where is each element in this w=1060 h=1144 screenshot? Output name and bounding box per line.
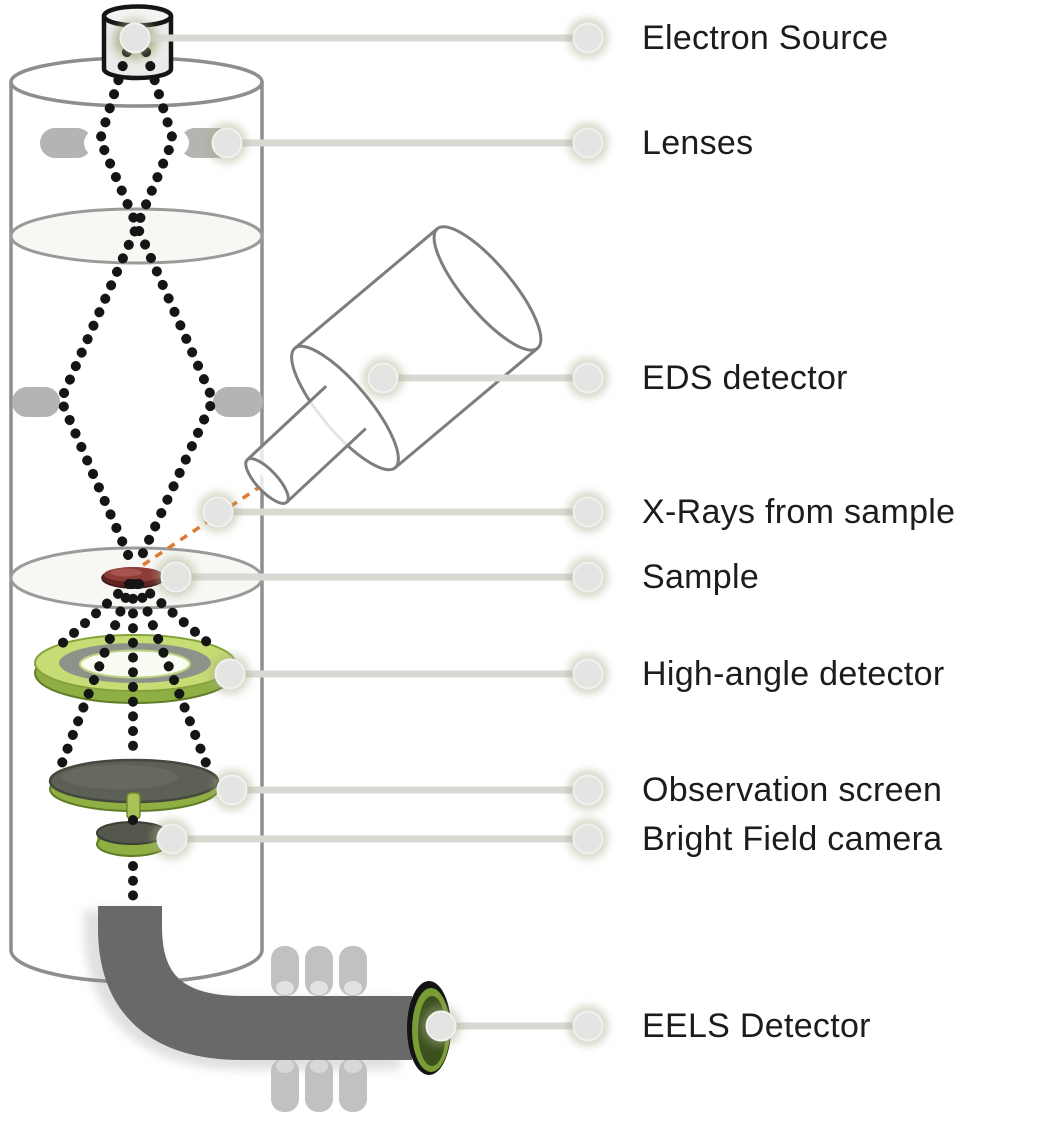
callout-anchor-dot	[119, 22, 151, 54]
beam-ray-left-to-right	[95, 47, 218, 569]
coil-bottom-2	[305, 1058, 333, 1112]
callout-end-dot	[572, 774, 604, 806]
callout-end-dot	[572, 823, 604, 855]
callout-eels-detector	[421, 1006, 608, 1046]
observation-screen-disc	[48, 758, 220, 820]
electron-beam-dots	[52, 47, 219, 909]
label-bright-field-camera: Bright Field camera	[642, 820, 943, 858]
callout-anchor-dot	[425, 1010, 457, 1042]
lower-lens-right	[213, 387, 263, 417]
callout-bright-field-camera	[152, 819, 608, 859]
callout-anchor-dot	[214, 658, 246, 690]
sample-highlight	[110, 568, 142, 577]
eds-body-bottom-edge	[394, 347, 539, 469]
callout-end-dot	[572, 362, 604, 394]
beam-ray-to-ring-right	[134, 579, 219, 653]
coil-top-1-end	[276, 981, 294, 995]
callout-lenses	[207, 123, 608, 163]
eds-snout-bottom-edge	[285, 427, 367, 504]
callout-sample	[156, 557, 608, 597]
label-xrays-from-sample: X-Rays from sample	[642, 493, 956, 531]
beam-ray-to-screen-right	[132, 579, 216, 781]
eds-snout-opening	[244, 457, 290, 505]
coil-bottom-1	[271, 1058, 299, 1112]
callout-anchor-dot	[156, 823, 188, 855]
eds-body-top-edge	[293, 227, 439, 350]
coil-top-3	[339, 946, 367, 996]
callout-anchor-dot	[160, 561, 192, 593]
callout-end-dot	[572, 658, 604, 690]
callout-observation-screen	[212, 770, 608, 810]
eds-detector-snout	[244, 385, 367, 505]
coil-bottom-2-end	[310, 1059, 328, 1073]
callout-electron-source	[115, 18, 608, 58]
lower-lens-pair	[12, 387, 263, 417]
coil-top-2	[305, 946, 333, 996]
coil-top-1	[271, 946, 299, 996]
callout-anchor-dot	[216, 774, 248, 806]
coil-top-2-end	[310, 981, 328, 995]
label-eds-detector: EDS detector	[642, 359, 848, 397]
label-high-angle-detector: High-angle detector	[642, 655, 945, 693]
callout-high-angle-detector	[210, 654, 608, 694]
callout-anchor-dot	[367, 362, 399, 394]
screen-sheen	[62, 765, 178, 789]
eds-back-rim	[432, 225, 543, 352]
sample-disc	[101, 567, 165, 589]
callout-end-dot	[572, 496, 604, 528]
coil-bottom-3-end	[344, 1059, 362, 1073]
callout-xrays	[198, 492, 608, 532]
callout-end-dot	[572, 127, 604, 159]
callout-end-dot	[572, 1010, 604, 1042]
beam-ray-to-screen-left	[52, 579, 136, 781]
lower-lens-left	[12, 387, 60, 417]
beam-ray-right-to-left	[56, 47, 178, 569]
eels-tube	[98, 906, 412, 1060]
label-observation-screen: Observation screen	[642, 771, 943, 809]
callout-anchor-dot	[202, 496, 234, 528]
label-eels-detector: EELS Detector	[642, 1007, 871, 1045]
callout-anchor-dot	[211, 127, 243, 159]
eds-snout-top-edge	[246, 385, 328, 461]
callout-end-dot	[572, 22, 604, 54]
upper-lens-left	[40, 128, 92, 158]
eds-snout-fill	[247, 386, 366, 503]
coil-bottom-3	[339, 1058, 367, 1112]
callout-end-dot	[572, 561, 604, 593]
callout-eds-detector	[363, 358, 608, 398]
bright-field-camera-disc	[96, 821, 168, 857]
eels-prism-coils	[271, 946, 367, 1112]
coil-top-3-end	[344, 981, 362, 995]
coil-bottom-1-end	[276, 1059, 294, 1073]
label-electron-source: Electron Source	[642, 19, 889, 57]
label-lenses: Lenses	[642, 124, 754, 162]
label-sample: Sample	[642, 558, 760, 596]
beam-ray-to-ring-left	[52, 579, 134, 653]
